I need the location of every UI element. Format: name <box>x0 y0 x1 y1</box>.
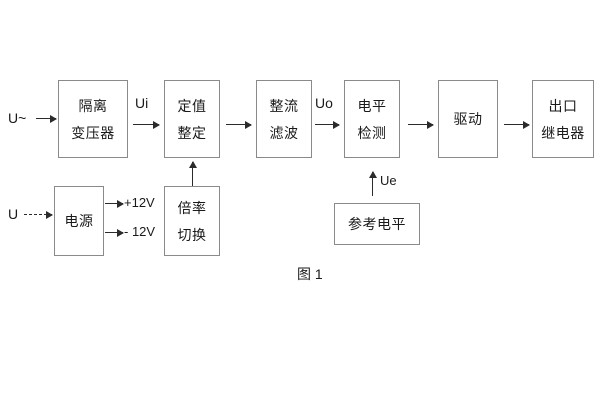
block-output-relay: 出口 继电器 <box>532 80 594 158</box>
block-line-1: 倍率 <box>177 199 207 216</box>
figure-caption: 图 1 <box>297 266 323 282</box>
block-line-1: 出口 <box>548 97 578 114</box>
ac-input-label: U~ <box>8 110 27 126</box>
block-setting-value: 定值 整定 <box>164 80 220 158</box>
rail-label-negative: - 12V <box>124 224 156 239</box>
block-rectify-filter: 整流 滤波 <box>256 80 312 158</box>
block-reference-level: 参考电平 <box>334 203 420 245</box>
block-multiplier-switch: 倍率 切换 <box>164 186 220 256</box>
arrow-rectify-to-level <box>315 120 340 129</box>
block-line-2: 滤波 <box>269 124 299 141</box>
signal-label-ui: Ui <box>135 95 149 111</box>
signal-label-ue: Ue <box>380 173 397 188</box>
rail-label-positive: +12V <box>124 195 155 210</box>
block-drive: 驱动 <box>438 80 498 158</box>
block-line-1: 整流 <box>269 97 299 114</box>
block-line-1: 参考电平 <box>348 216 406 232</box>
arrow-rail-positive <box>105 199 124 208</box>
block-line-1: 驱动 <box>453 111 483 127</box>
block-level-detection: 电平 检测 <box>344 80 400 158</box>
arrow-isolation-to-setting <box>133 120 160 129</box>
arrow-setting-to-rectify <box>226 120 252 129</box>
arrow-input-to-supply <box>24 211 53 219</box>
block-line-1: 电源 <box>64 213 94 229</box>
arrow-rail-negative <box>105 228 124 237</box>
arrow-drive-to-relay <box>504 120 530 129</box>
block-isolation-transformer: 隔离 变压器 <box>58 80 128 158</box>
arrow-multiplier-to-setting <box>188 161 197 186</box>
arrow-input-to-isolation <box>36 114 57 123</box>
arrow-level-to-drive <box>408 120 434 129</box>
block-line-2: 整定 <box>177 124 207 141</box>
signal-label-uo: Uo <box>315 95 333 111</box>
block-line-1: 隔离 <box>78 97 108 114</box>
block-line-2: 继电器 <box>541 124 585 141</box>
dc-input-label: U <box>8 206 19 222</box>
block-line-1: 定值 <box>177 97 207 114</box>
block-line-1: 电平 <box>357 97 387 114</box>
block-line-2: 检测 <box>357 124 387 141</box>
arrow-reference-to-level <box>368 171 377 196</box>
block-line-2: 变压器 <box>71 124 115 141</box>
block-power-supply: 电源 <box>54 186 104 256</box>
block-line-2: 切换 <box>177 226 207 243</box>
